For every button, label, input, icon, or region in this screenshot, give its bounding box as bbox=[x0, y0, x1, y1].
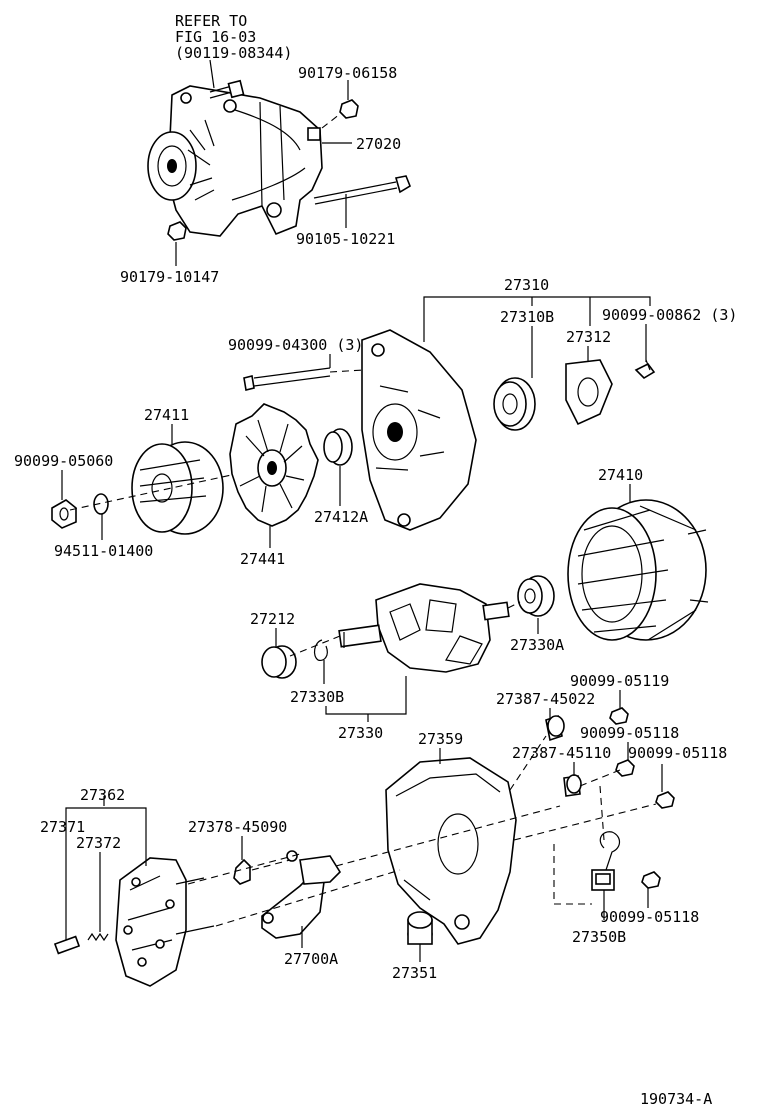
nut-90099-05118-b bbox=[655, 791, 675, 809]
label-27310B: 27310B bbox=[500, 308, 554, 326]
label-90105-10221: 90105-10221 bbox=[296, 230, 395, 248]
nut-90179-10147 bbox=[167, 221, 187, 241]
rear-end-frame-27359 bbox=[385, 757, 517, 945]
nut-90099-05118-c bbox=[641, 871, 661, 889]
label-refer-line2: FIG 16-03 bbox=[175, 28, 256, 46]
screw-90099-00862 bbox=[634, 359, 656, 380]
pulley-27411 bbox=[131, 441, 224, 535]
bushing-27387-45110 bbox=[563, 774, 582, 797]
nut-90099-05118-a bbox=[615, 759, 635, 777]
brush-27371 bbox=[53, 935, 81, 955]
label-27312: 27312 bbox=[566, 328, 611, 346]
alternator-assembly bbox=[147, 85, 323, 237]
label-27378-45090: 27378-45090 bbox=[188, 818, 287, 836]
label-94511-01400: 94511-01400 bbox=[54, 542, 153, 560]
label-90099-05060: 90099-05060 bbox=[14, 452, 113, 470]
drive-end-frame bbox=[361, 329, 477, 531]
pulley-axis bbox=[69, 473, 237, 511]
label-27412A: 27412A bbox=[314, 508, 368, 526]
bearing-27310B bbox=[493, 377, 536, 431]
assembly-lines bbox=[187, 601, 657, 927]
spring-27372 bbox=[87, 932, 109, 942]
label-27410: 27410 bbox=[598, 466, 643, 484]
bearing-cover-27212 bbox=[261, 645, 297, 679]
bushing-27387-45022 bbox=[545, 714, 565, 742]
insulator-27378-45090 bbox=[233, 858, 251, 885]
washer-94511-01400 bbox=[93, 493, 109, 515]
stator-27410 bbox=[567, 499, 709, 641]
regulator-27700A bbox=[261, 850, 342, 939]
bearing-27330A bbox=[517, 575, 555, 617]
figure-id: 190734-A bbox=[640, 1090, 712, 1108]
bolt-90119-08344 bbox=[209, 79, 245, 99]
label-90099-05118-c: 90099-05118 bbox=[600, 908, 699, 926]
nut-90099-05060 bbox=[51, 499, 77, 529]
label-90099-04300: 90099-04300 (3) bbox=[228, 336, 363, 354]
label-90099-05118-b: 90099-05118 bbox=[628, 744, 727, 762]
nut-90099-05119 bbox=[609, 707, 629, 725]
snap-ring-27330B bbox=[313, 639, 328, 661]
part-labels: REFER TO FIG 16-03 (90119-08344) 90179-0… bbox=[14, 12, 737, 1108]
spacer-27412A bbox=[323, 428, 353, 466]
label-90179-06158: 90179-06158 bbox=[298, 64, 397, 82]
insulator-27351 bbox=[407, 911, 433, 945]
label-27212: 27212 bbox=[250, 610, 295, 628]
label-90099-05119: 90099-05119 bbox=[570, 672, 669, 690]
label-refer-line3: (90119-08344) bbox=[175, 44, 292, 62]
label-27387-45110: 27387-45110 bbox=[512, 744, 611, 762]
leader-lines bbox=[61, 59, 663, 962]
label-90099-00862: 90099-00862 (3) bbox=[602, 306, 737, 324]
label-27330B: 27330B bbox=[290, 688, 344, 706]
retainer-plate-27312 bbox=[565, 359, 613, 426]
label-27362: 27362 bbox=[80, 786, 125, 804]
label-90179-10147: 90179-10147 bbox=[120, 268, 219, 286]
label-27372: 27372 bbox=[76, 834, 121, 852]
label-27310: 27310 bbox=[504, 276, 549, 294]
label-27387-45022: 27387-45022 bbox=[496, 690, 595, 708]
fan-27441 bbox=[229, 403, 319, 527]
label-27020: 27020 bbox=[356, 135, 401, 153]
rotor-27330 bbox=[338, 583, 510, 673]
terminal-27350B bbox=[591, 831, 621, 891]
label-27411: 27411 bbox=[144, 406, 189, 424]
label-27330: 27330 bbox=[338, 724, 383, 742]
label-27330A: 27330A bbox=[510, 636, 564, 654]
bolt-90099-04300 bbox=[243, 367, 365, 391]
label-27359: 27359 bbox=[418, 730, 463, 748]
label-27371: 27371 bbox=[40, 818, 85, 836]
label-90099-05118-a: 90099-05118 bbox=[580, 724, 679, 742]
label-27700A: 27700A bbox=[284, 950, 338, 968]
nut-90179-06158 bbox=[321, 99, 359, 129]
label-refer-line1: REFER TO bbox=[175, 12, 247, 30]
label-27351: 27351 bbox=[392, 964, 437, 982]
label-27441: 27441 bbox=[240, 550, 285, 568]
through-bolt-90105-10221 bbox=[313, 175, 411, 205]
rectifier-27362 bbox=[115, 857, 215, 987]
label-27350B: 27350B bbox=[572, 928, 626, 946]
